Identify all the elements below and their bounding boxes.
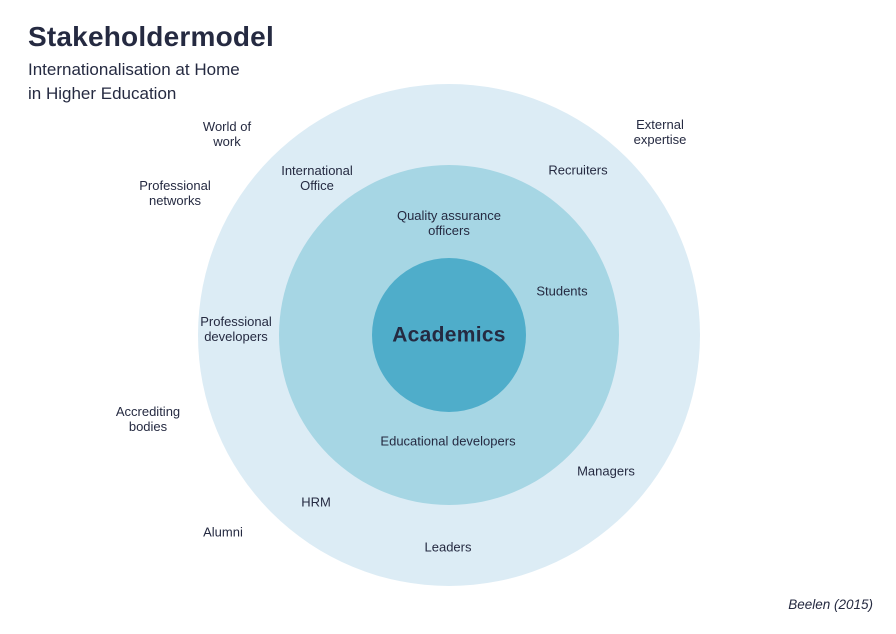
citation: Beelen (2015) — [788, 597, 873, 612]
label-managers: Managers — [577, 463, 635, 479]
label-recruiters: Recruiters — [548, 162, 608, 178]
label-world-of-work: World of work — [202, 119, 252, 149]
label-accrediting-bodies: Accrediting bodies — [115, 404, 181, 434]
label-quality-assurance-officers: Quality assurance officers — [396, 208, 502, 238]
label-professional-developers: Professional developers — [200, 314, 272, 344]
inner-circle — [372, 258, 526, 412]
label-hrm: HRM — [301, 494, 331, 510]
label-professional-networks: Professional networks — [139, 178, 211, 208]
label-educational-developers: Educational developers — [380, 433, 516, 449]
label-academics: Academics — [392, 323, 506, 347]
label-alumni: Alumni — [203, 524, 243, 540]
label-students: Students — [536, 283, 588, 299]
label-international-office: International Office — [281, 163, 353, 193]
diagram-header: Stakeholdermodel Internationalisation at… — [28, 20, 274, 106]
label-leaders: Leaders — [424, 539, 472, 555]
page-title: Stakeholdermodel — [28, 21, 274, 52]
page-subtitle: Internationalisation at Home in Higher E… — [28, 59, 240, 103]
label-external-expertise: External expertise — [633, 117, 687, 147]
